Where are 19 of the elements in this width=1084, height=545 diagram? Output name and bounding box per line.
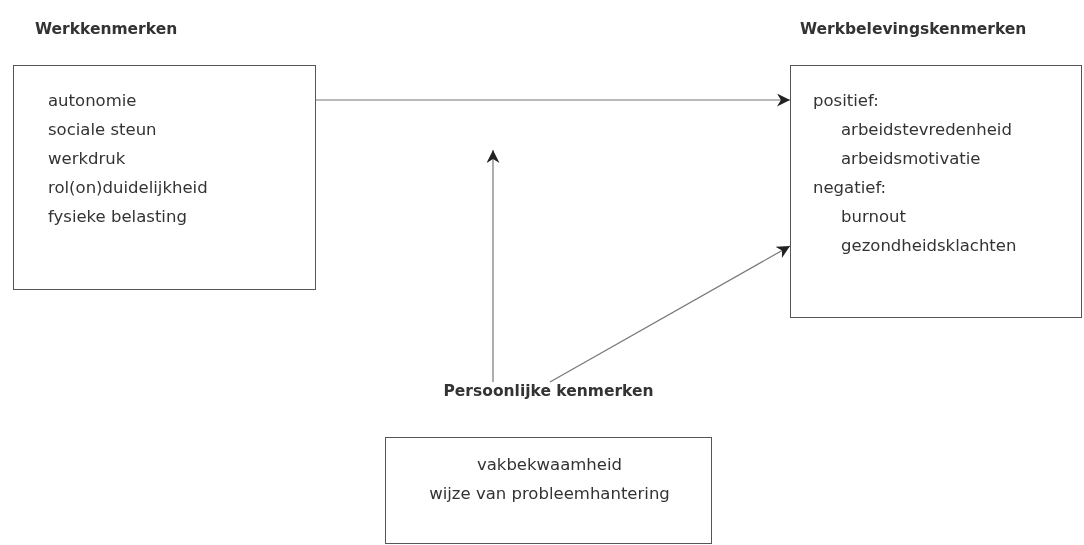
arrow (549, 245, 791, 383)
list-item: arbeidsmotivatie (841, 148, 981, 170)
heading: Werkkenmerken (35, 20, 178, 38)
list-item: negatief: (813, 177, 887, 199)
list-item: werkdruk (48, 148, 126, 170)
list-item: vakbekwaamheid (475, 454, 624, 476)
list-item: fysieke belasting (48, 206, 187, 228)
list-item: arbeidstevredenheid (841, 119, 1012, 141)
arrow (486, 149, 500, 383)
list-item: autonomie (48, 90, 137, 112)
list-item: burnout (841, 206, 906, 228)
list-item: wijze van probleemhantering (428, 483, 671, 505)
heading: Werkbelevingskenmerken (800, 20, 1027, 38)
arrow (315, 93, 791, 107)
list-item: sociale steun (48, 119, 157, 141)
list-item: rol(on)duidelijkheid (48, 177, 208, 199)
list-item: gezondheidsklachten (841, 235, 1017, 257)
heading: Persoonlijke kenmerken (442, 382, 655, 400)
list-item: positief: (813, 90, 879, 112)
